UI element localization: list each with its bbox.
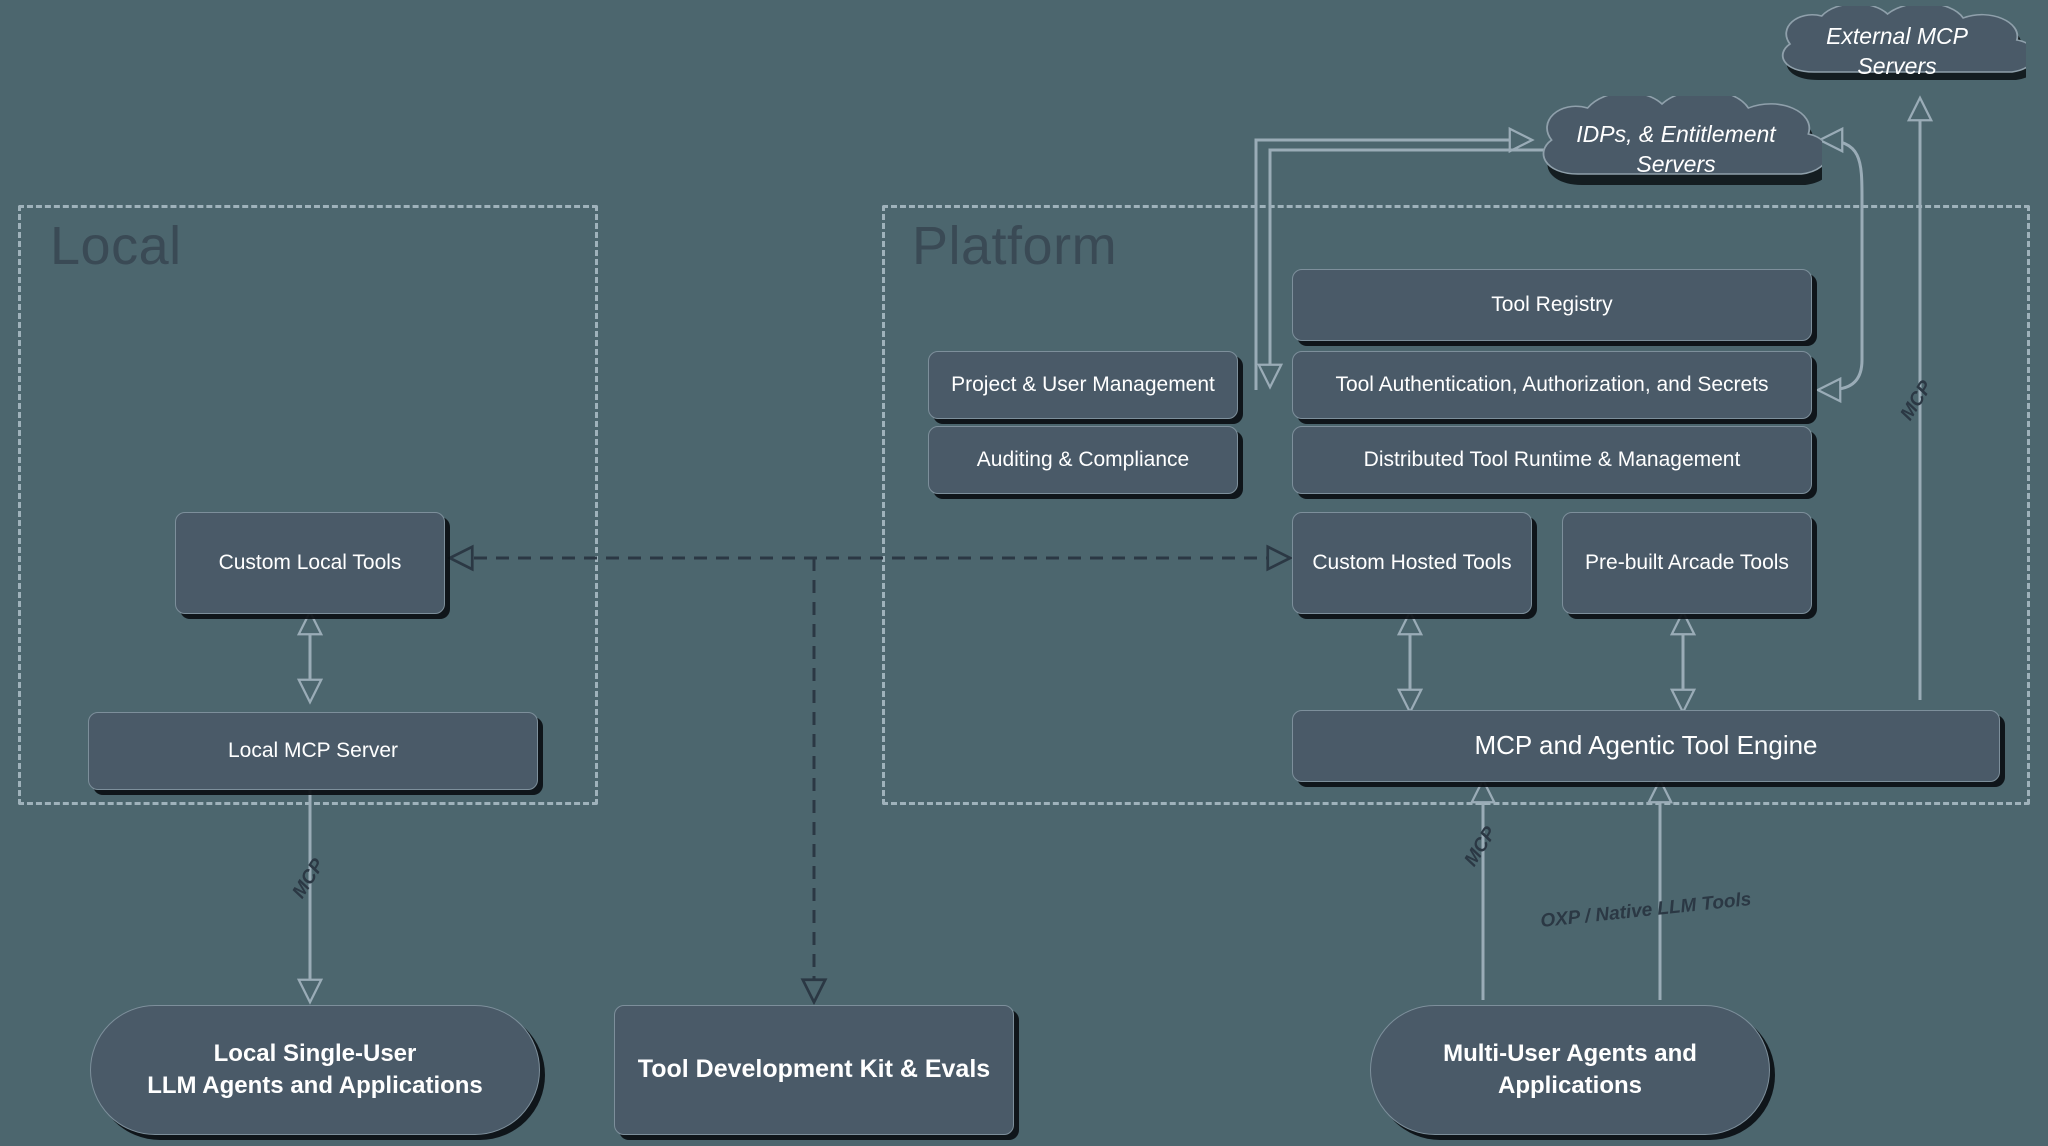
cloud-idps-line2: Servers — [1636, 151, 1716, 177]
edge-label-oxp-native-llm-tools: OXP / Native LLM Tools — [1539, 888, 1753, 933]
node-auditing-compliance[interactable]: Auditing & Compliance — [928, 426, 1238, 494]
cloud-idps-label: IDPs, & Entitlement Servers — [1558, 120, 1793, 180]
multi-user-line2: Applications — [1497, 1072, 1642, 1099]
node-custom-local-tools[interactable]: Custom Local Tools — [175, 512, 445, 614]
cloud-external-mcp-servers: External MCP Servers — [1768, 6, 2026, 98]
node-custom-hosted-tools[interactable]: Custom Hosted Tools — [1292, 512, 1532, 614]
group-local-label: Local — [50, 216, 182, 276]
node-local-mcp-server[interactable]: Local MCP Server — [88, 712, 538, 790]
edge-label-local-mcp: MCP — [288, 855, 329, 903]
node-tool-authentication[interactable]: Tool Authentication, Authorization, and … — [1292, 351, 1812, 419]
group-local — [18, 205, 598, 805]
node-tool-development-kit[interactable]: Tool Development Kit & Evals — [614, 1005, 1014, 1135]
group-platform-label: Platform — [912, 216, 1118, 276]
local-agents-line1: Local Single-User — [213, 1039, 417, 1067]
node-mcp-agentic-tool-engine[interactable]: MCP and Agentic Tool Engine — [1292, 710, 2000, 782]
multi-user-line1: Multi-User Agents and — [1443, 1039, 1697, 1067]
node-local-agents[interactable]: Local Single-User LLM Agents and Applica… — [90, 1005, 540, 1135]
cloud-idps-line1: IDPs, & Entitlement — [1576, 121, 1776, 148]
local-agents-line2: LLM Agents and Applications — [147, 1072, 483, 1099]
node-tool-registry[interactable]: Tool Registry — [1292, 269, 1812, 341]
node-multi-user-agents-text: Multi-User Agents and Applications — [1443, 1038, 1697, 1103]
cloud-idps: IDPs, & Entitlement Servers — [1530, 96, 1822, 204]
node-distributed-tool-runtime[interactable]: Distributed Tool Runtime & Management — [1292, 426, 1812, 494]
edge-label-platform-mcp: MCP — [1460, 823, 1501, 871]
node-multi-user-agents[interactable]: Multi-User Agents and Applications — [1370, 1005, 1770, 1135]
cloud-external-mcp-label: External MCP Servers — [1826, 23, 1968, 79]
node-local-agents-text: Local Single-User LLM Agents and Applica… — [147, 1038, 483, 1103]
node-project-user-management[interactable]: Project & User Management — [928, 351, 1238, 419]
node-prebuilt-arcade-tools[interactable]: Pre-built Arcade Tools — [1562, 512, 1812, 614]
